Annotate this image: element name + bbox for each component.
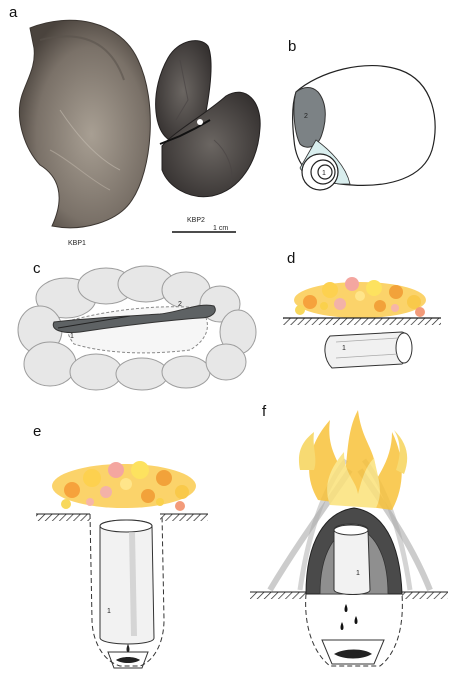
- e-mark-1: 1: [107, 608, 111, 615]
- b-mark-2: 2: [304, 113, 308, 120]
- fire-pile-e: [52, 461, 196, 511]
- f-mark-2: 2: [356, 652, 360, 659]
- panel-b-schematic: [293, 66, 435, 190]
- panel-d-buried: [283, 277, 441, 368]
- label-scale: 1 cm: [213, 225, 228, 232]
- c-mark-2: 2: [178, 301, 182, 308]
- b-mark-1: 1: [322, 170, 326, 177]
- d-mark-1: 1: [342, 345, 346, 352]
- fire-pile-d: [294, 277, 426, 318]
- f-mark-1: 1: [356, 570, 360, 577]
- label-kbp1: KBP1: [68, 240, 86, 247]
- label-kbp2: KBP2: [187, 217, 205, 224]
- panel-e-pit: [36, 461, 208, 668]
- panel-f-fire-pit: [250, 410, 448, 666]
- specimen-kbp1: [19, 20, 150, 227]
- c-mark-1: 1: [70, 333, 74, 340]
- flames: [299, 410, 407, 510]
- panel-a-photos: [19, 20, 260, 232]
- panel-c-stone-ring: [18, 266, 256, 390]
